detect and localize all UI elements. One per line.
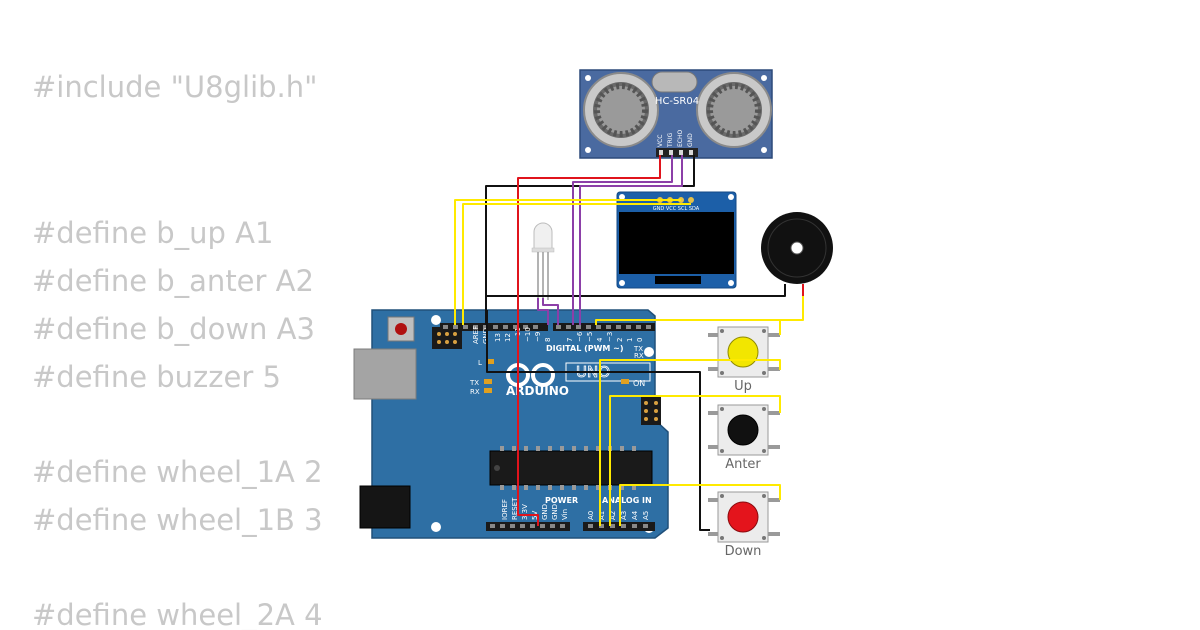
digital-label: DIGITAL (PWM ~): [546, 344, 624, 353]
tx-header-label: TX: [633, 345, 643, 353]
power-pin-label: 3.3V: [521, 504, 529, 520]
digital-pin-label: 8: [544, 338, 552, 342]
rgb-led[interactable]: [531, 222, 555, 300]
wire-yellow-oled-scl: [454, 199, 681, 325]
oled-pin-labels: GND VCC SCL SDA: [653, 206, 700, 212]
analog-pin-label: A0: [587, 511, 595, 520]
on-led-label: ON: [633, 379, 645, 388]
rx-header-label: RX: [634, 352, 644, 360]
wire-purple-echo: [579, 155, 683, 325]
power-pin-label: GND: [551, 504, 559, 520]
ultrasonic-sensor[interactable]: HC-SR04 VCC TRIG ECHO GND: [579, 69, 773, 159]
power-pin-label: RESET: [511, 497, 519, 520]
digital-pin-label: ~9: [534, 332, 542, 342]
sensor-transducer-right: [696, 72, 772, 148]
power-pin-label: GND: [541, 504, 549, 520]
power-pin-label: IOREF: [501, 499, 509, 520]
digital-pin-label: 2: [616, 338, 624, 342]
code-line: #define b_up A1: [32, 216, 274, 250]
rx-led-label: RX: [470, 388, 480, 396]
code-line: #define wheel_1A 2: [32, 455, 323, 489]
button-up-cap[interactable]: [727, 336, 759, 368]
sensor-pin-label: TRIG: [667, 132, 674, 148]
digital-pin-label: ~6: [576, 331, 584, 342]
code-line: #include "U8glib.h": [32, 70, 318, 104]
aref-label: AREF: [472, 326, 480, 344]
analog-pin-label: A5: [642, 511, 650, 520]
wire-purple-led-2: [542, 298, 559, 325]
wire-purple-trig: [572, 155, 673, 325]
button-down-cap[interactable]: [727, 501, 759, 533]
sensor-pin-label: VCC: [657, 135, 664, 147]
oled-display[interactable]: GND VCC SCL SDA: [616, 191, 737, 289]
arduino-brand: ARDUINO: [506, 384, 569, 398]
buzzer[interactable]: [761, 212, 833, 284]
analog-pin-label: A3: [620, 511, 628, 520]
wire-yellow-oled-sda: [462, 203, 691, 325]
code-line: #define b_anter A2: [32, 264, 314, 298]
analog-pin-label: A1: [598, 511, 606, 520]
wire-black-gnd-buttons: [486, 310, 710, 531]
code-line: #define buzzer 5: [32, 360, 281, 394]
l-led-label: L: [478, 359, 482, 367]
button-anter-cap[interactable]: [727, 414, 759, 446]
sensor-pin-label: GND: [687, 133, 694, 147]
button-down-label: Down: [724, 544, 762, 559]
digital-pin-label: 7: [566, 338, 574, 342]
code-line: #define b_down A3: [32, 312, 315, 346]
digital-pin-label: 13: [494, 333, 502, 342]
sensor-transducer-left: [583, 72, 659, 148]
digital-pin-label: 0: [636, 338, 644, 342]
digital-pin-label: 1: [626, 338, 634, 342]
digital-pin-label: 12: [504, 333, 512, 342]
arduino-uno-board[interactable]: AREF GND 13 12 ~11 ~10 ~9 8 7 ~6 ~5 4 ~3…: [353, 309, 669, 539]
wire-purple-led-1: [537, 298, 549, 325]
digital-pin-label: ~3: [606, 332, 614, 342]
wire-red-vcc-sensor: [517, 155, 661, 526]
button-anter[interactable]: [708, 404, 780, 456]
code-line: #define wheel_2A 4: [32, 598, 323, 630]
button-up-label: Up: [734, 379, 752, 394]
analog-pin-label: A4: [631, 510, 639, 520]
sensor-name: HC-SR04: [655, 96, 699, 107]
analog-pin-label: A2: [609, 511, 617, 520]
digital-pin-label: ~5: [586, 332, 594, 342]
sensor-pin-label: ECHO: [677, 130, 684, 147]
button-down[interactable]: [708, 491, 780, 543]
wire-yellow-down: [619, 484, 781, 526]
digital-pin-label: 4: [596, 337, 604, 342]
power-label: POWER: [545, 496, 578, 505]
code-line: #define wheel_1B 3: [32, 503, 323, 537]
digital-pin-label: ~10: [524, 327, 532, 342]
digital-header-pins: [443, 325, 651, 329]
power-pin-label: Vin: [561, 509, 569, 520]
button-anter-label: Anter: [725, 457, 761, 472]
code-panel: #include "U8glib.h" #define b_up A1 #defin…: [32, 0, 362, 630]
button-up[interactable]: [708, 326, 780, 378]
wire-yellow-buzzer: [595, 296, 804, 325]
wire-black-gnd-buzzer: [487, 284, 786, 297]
wire-yellow-up: [599, 320, 781, 526]
tx-led-label: TX: [469, 379, 479, 387]
wire-yellow-anter: [609, 395, 781, 526]
analog-label: ANALOG IN: [602, 496, 652, 505]
